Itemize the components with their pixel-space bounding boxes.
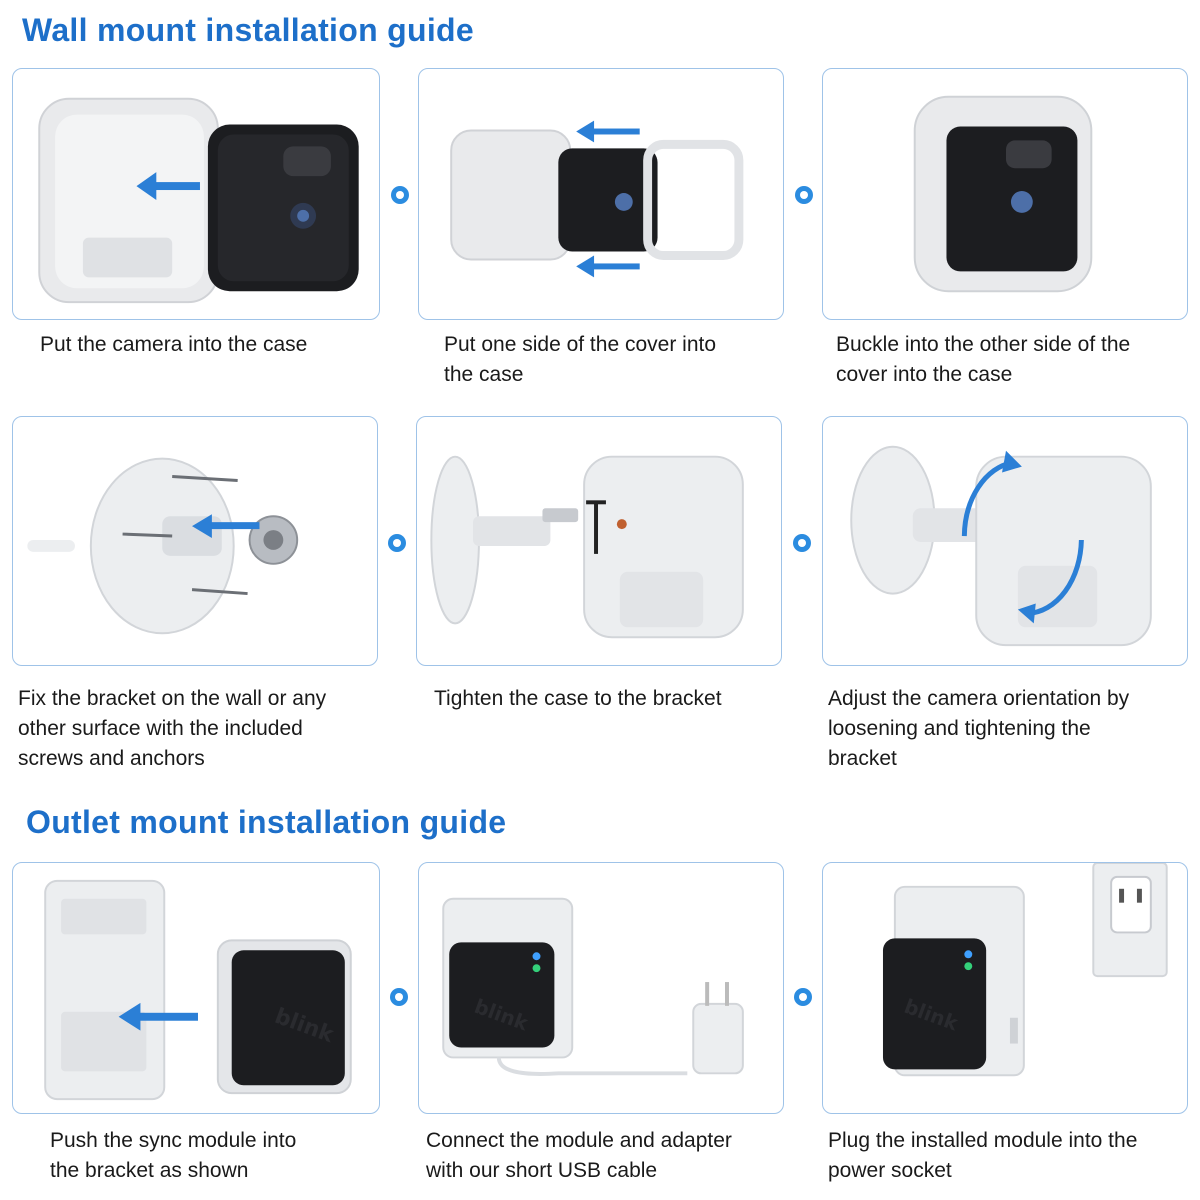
step-3-panel bbox=[822, 68, 1188, 320]
step-8-panel: blink bbox=[418, 862, 784, 1114]
step-4-illustration bbox=[27, 457, 299, 635]
step-1-caption: Put the camera into the case bbox=[40, 333, 308, 356]
step-2-panel bbox=[418, 68, 784, 320]
arrow-icon bbox=[118, 1002, 198, 1031]
step-9-panel: blink bbox=[822, 862, 1188, 1114]
arrow-icon bbox=[192, 514, 260, 539]
connector-dot-icon bbox=[793, 184, 815, 206]
rotate-arrow-icon bbox=[961, 450, 1084, 624]
step-8-illustration: blink bbox=[442, 897, 744, 1076]
step-5-caption: Tighten the case to the bracket bbox=[434, 687, 722, 710]
step-6-panel bbox=[822, 416, 1188, 666]
step-1-illustration bbox=[38, 97, 359, 304]
outlet-mount-heading: Outlet mount installation guide bbox=[26, 804, 507, 840]
connector-dot-icon bbox=[389, 184, 411, 206]
connector-dot-icon bbox=[791, 532, 813, 554]
connector-dot-icon bbox=[388, 986, 410, 1008]
step-5-panel bbox=[416, 416, 782, 666]
connector-dot-icon bbox=[386, 532, 408, 554]
step-5-illustration bbox=[430, 455, 744, 639]
step-2-illustration bbox=[450, 120, 744, 278]
arrow-icon bbox=[576, 120, 640, 143]
step-9-illustration: blink bbox=[882, 863, 1168, 1077]
step-6-illustration bbox=[850, 445, 1152, 647]
step-4-panel bbox=[12, 416, 378, 666]
arrow-icon bbox=[136, 172, 200, 200]
step-7-illustration: blink bbox=[44, 879, 352, 1101]
connector-dot-icon bbox=[792, 986, 814, 1008]
wall-mount-heading: Wall mount installation guide bbox=[22, 12, 474, 48]
step-3-illustration bbox=[913, 95, 1093, 293]
step-1-panel bbox=[12, 68, 380, 320]
arrow-icon bbox=[576, 255, 640, 278]
step-7-panel: blink bbox=[12, 862, 380, 1114]
